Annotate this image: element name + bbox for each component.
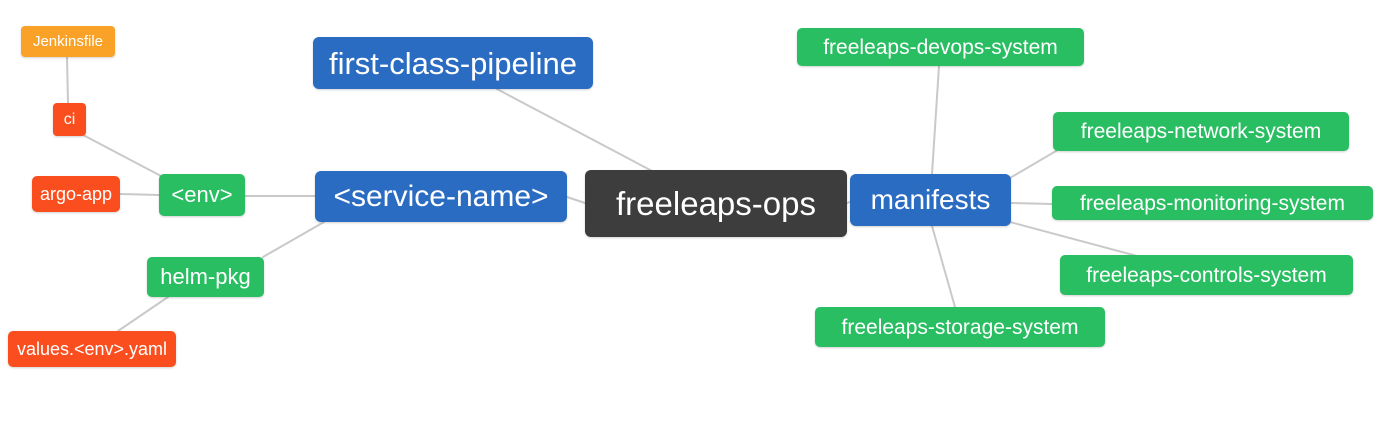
node-values-env-yaml[interactable]: values.<env>.yaml — [8, 331, 176, 367]
node-freeleaps-network-system[interactable]: freeleaps-network-system — [1053, 112, 1349, 151]
node-ci[interactable]: ci — [53, 103, 86, 136]
edge-jenkinsfile-ci — [66, 56, 69, 104]
node-freeleaps-monitoring-system[interactable]: freeleaps-monitoring-system — [1052, 186, 1373, 220]
edge-manifests-monitoring — [1010, 202, 1053, 205]
edge-manifests-controls — [1009, 221, 1138, 257]
node-freeleaps-ops[interactable]: freeleaps-ops — [585, 170, 847, 237]
node-env[interactable]: <env> — [159, 174, 245, 216]
edge-manifests-devops — [931, 65, 940, 175]
node-service-name[interactable]: <service-name> — [315, 171, 567, 222]
edge-service-name-helm-pkg — [262, 221, 325, 258]
edge-manifests-network — [1009, 150, 1057, 179]
edge-manifests-storage — [931, 225, 956, 308]
node-freeleaps-devops-system[interactable]: freeleaps-devops-system — [797, 28, 1084, 66]
node-first-class-pipeline[interactable]: first-class-pipeline — [313, 37, 593, 89]
edge-helm-pkg-values — [117, 296, 169, 332]
node-jenkinsfile[interactable]: Jenkinsfile — [21, 26, 115, 57]
edge-argo-app-env — [119, 193, 160, 196]
edge-pipeline-freeleaps-ops — [496, 88, 653, 172]
edge-ci-env — [84, 135, 162, 177]
node-manifests[interactable]: manifests — [850, 174, 1011, 226]
node-freeleaps-storage-system[interactable]: freeleaps-storage-system — [815, 307, 1105, 347]
node-freeleaps-controls-system[interactable]: freeleaps-controls-system — [1060, 255, 1353, 295]
node-helm-pkg[interactable]: helm-pkg — [147, 257, 264, 297]
edge-service-name-freeleaps-ops — [566, 196, 586, 204]
node-argo-app[interactable]: argo-app — [32, 176, 120, 212]
